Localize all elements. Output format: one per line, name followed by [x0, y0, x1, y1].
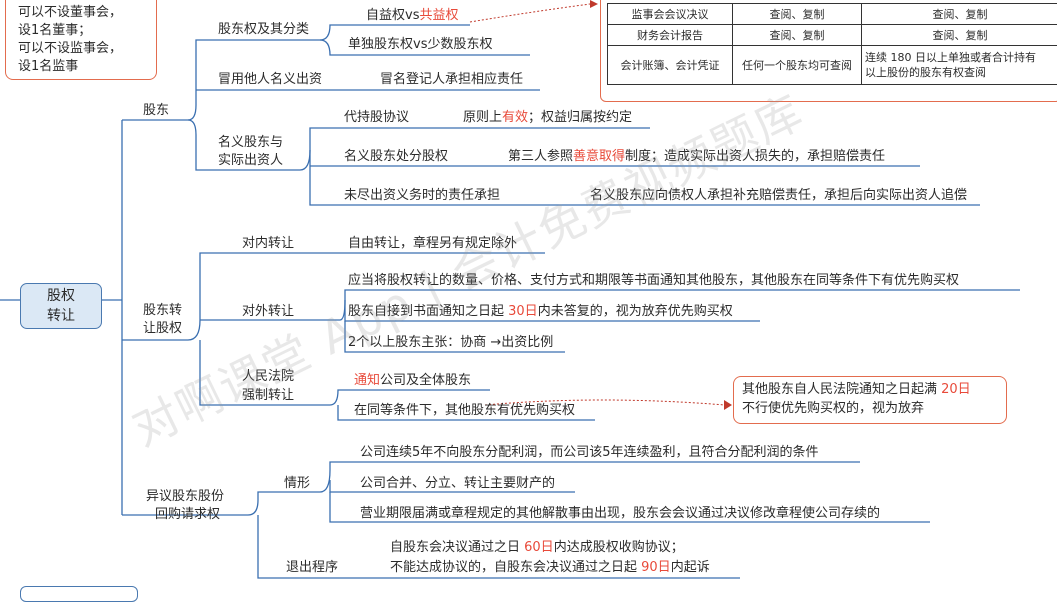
text-highlight: 善意取得 [573, 149, 625, 164]
text-suffix: 内达成股权收购协议； [554, 540, 684, 555]
node-self-vs-common[interactable]: 自益权vs共益权 [366, 8, 458, 24]
text-prefix: 不能达成协议的，自股东会决议通过之日起 [390, 560, 641, 575]
node-external-item-3[interactable]: 2个以上股东主张：协商 →出资比例 [348, 335, 553, 351]
node-transfer-line-2[interactable]: 让股权 [143, 321, 182, 337]
node-nominee-disposal[interactable]: 名义股东处分股权 [344, 149, 448, 165]
text-highlight: 20日 [941, 382, 971, 397]
node-transfer-line-1[interactable]: 股东转 [143, 303, 182, 319]
node-nominee-line-1[interactable]: 名义股东与 [218, 135, 283, 151]
node-court-line-1[interactable]: 人民法院 [242, 369, 294, 385]
text-suffix: 制度；造成实际出资人损失的，承担赔偿责任 [625, 149, 885, 164]
text-highlight: 30日 [508, 304, 538, 319]
node-cases[interactable]: 情形 [284, 476, 310, 492]
node-exit-procedure[interactable]: 退出程序 [286, 560, 338, 576]
text-suffix: 内未答复的，视为放弃优先购买权 [538, 304, 733, 319]
node-proxy-detail[interactable]: 原则上有效；权益归属按约定 [463, 110, 632, 126]
text-prefix: 其他股东自人民法院通知之日起满 [742, 382, 941, 397]
text-prefix: 原则上 [463, 110, 502, 125]
node-exit-line-1[interactable]: 自股东会决议通过之日 60日内达成股权收购协议； [390, 540, 684, 556]
node-appraisal-line-1[interactable]: 异议股东股份 [146, 489, 224, 505]
text-prefix: 第三人参照 [508, 149, 573, 164]
text-prefix: 自益权vs [366, 8, 419, 23]
text-suffix: 公司及全体股东 [380, 373, 471, 388]
court-callout-line-2: 不行使优先购买权的，视为放弃 [742, 401, 924, 417]
table-row: 会计账簿、会计凭证 任何一个股东均可查阅 连续 180 日以上单独或者合计持有 … [608, 46, 1057, 85]
root-label-line-1: 股权 [21, 286, 101, 306]
node-unpaid-liability[interactable]: 未尽出资义务时的责任承担 [344, 188, 500, 204]
table-cell: 监事会会议决议 [608, 4, 733, 25]
node-case-2[interactable]: 公司合并、分立、转让主要财产的 [360, 476, 555, 492]
table-cell: 查阅、复制 [862, 4, 1057, 25]
inspection-table-card: 监事会会议决议 查阅、复制 查阅、复制 财务会计报告 查阅、复制 查阅、复制 会… [600, 0, 1057, 102]
note-line-1: 可以不设董事会， [18, 5, 122, 21]
node-rights-class[interactable]: 股东权及其分类 [218, 22, 309, 38]
note-line-3: 可以不设监事会， [18, 41, 122, 57]
text-prefix: 自股东会决议通过之日 [390, 540, 524, 555]
node-case-1[interactable]: 公司连续5年不向股东分配利润，而公司该5年连续盈利，且符合分配利润的条件 [360, 445, 819, 461]
node-internal-transfer[interactable]: 对内转让 [242, 236, 294, 252]
text-highlight: 60日 [524, 540, 554, 555]
node-impersonation-detail[interactable]: 冒名登记人承担相应责任 [380, 72, 523, 88]
table-cell: 查阅、复制 [862, 25, 1057, 46]
text-suffix: ；权益归属按约定 [528, 110, 632, 125]
table-cell: 连续 180 日以上单独或者合计持有 以上股份的股东有权查阅 [862, 46, 1057, 85]
note-line-2: 设1名董事； [18, 23, 91, 39]
inspection-table: 监事会会议决议 查阅、复制 查阅、复制 财务会计报告 查阅、复制 查阅、复制 会… [607, 3, 1057, 85]
text-highlight: 通知 [354, 373, 380, 388]
node-court-line-2[interactable]: 强制转让 [242, 388, 294, 404]
node-unpaid-detail[interactable]: 名义股东应向债权人承担补充赔偿责任，承担后向实际出资人追偿 [590, 188, 967, 204]
node-external-item-2[interactable]: 股东自接到书面通知之日起 30日内未答复的，视为放弃优先购买权 [348, 304, 733, 320]
table-cell: 查阅、复制 [733, 25, 862, 46]
node-shareholder[interactable]: 股东 [143, 103, 169, 119]
note-line-4: 设1名监事 [18, 59, 78, 75]
text-prefix: 股东自接到书面通知之日起 [348, 304, 508, 319]
top-left-note: 可以不设董事会， 设1名董事； 可以不设监事会， 设1名监事 [5, 0, 157, 80]
bottom-left-node[interactable] [20, 586, 138, 602]
node-disposal-detail[interactable]: 第三人参照善意取得制度；造成实际出资人损失的，承担赔偿责任 [508, 149, 885, 165]
text-suffix: 内起诉 [671, 560, 710, 575]
node-court-item-2[interactable]: 在同等条件下，其他股东有优先购买权 [354, 403, 575, 419]
node-exit-line-2[interactable]: 不能达成协议的，自股东会决议通过之日起 90日内起诉 [390, 560, 710, 576]
table-cell: 财务会计报告 [608, 25, 733, 46]
node-impersonation[interactable]: 冒用他人名义出资 [218, 72, 322, 88]
root-node[interactable]: 股权 转让 [20, 283, 102, 329]
table-row: 监事会会议决议 查阅、复制 查阅、复制 [608, 4, 1057, 25]
table-cell: 任何一个股东均可查阅 [733, 46, 862, 85]
node-external-transfer[interactable]: 对外转让 [242, 304, 294, 320]
root-label-line-2: 转让 [21, 306, 101, 326]
text-highlight: 90日 [641, 560, 671, 575]
table-row: 财务会计报告 查阅、复制 查阅、复制 [608, 25, 1057, 46]
node-external-item-1[interactable]: 应当将股权转让的数量、价格、支付方式和期限等书面通知其他股东，其他股东在同等条件… [348, 273, 959, 289]
node-nominee-line-2[interactable]: 实际出资人 [218, 153, 283, 169]
court-callout-line-1: 其他股东自人民法院通知之日起满 20日 [742, 382, 971, 398]
text-highlight: 有效 [502, 110, 528, 125]
table-cell: 查阅、复制 [733, 4, 862, 25]
node-court-item-1[interactable]: 通知公司及全体股东 [354, 373, 471, 389]
text-highlight: 共益权 [419, 8, 458, 23]
table-cell: 会计账簿、会计凭证 [608, 46, 733, 85]
node-proxy-agreement[interactable]: 代持股协议 [344, 110, 409, 126]
court-callout: 其他股东自人民法院通知之日起满 20日 不行使优先购买权的，视为放弃 [733, 376, 1007, 424]
node-appraisal-line-2[interactable]: 回购请求权 [155, 507, 220, 523]
node-internal-detail[interactable]: 自由转让，章程另有规定除外 [348, 236, 517, 252]
node-case-3[interactable]: 营业期限届满或章程规定的其他解散事由出现，股东会会议通过决议修改章程使公司存续的 [360, 506, 880, 522]
node-single-vs-minority[interactable]: 单独股东权vs少数股东权 [348, 37, 492, 53]
